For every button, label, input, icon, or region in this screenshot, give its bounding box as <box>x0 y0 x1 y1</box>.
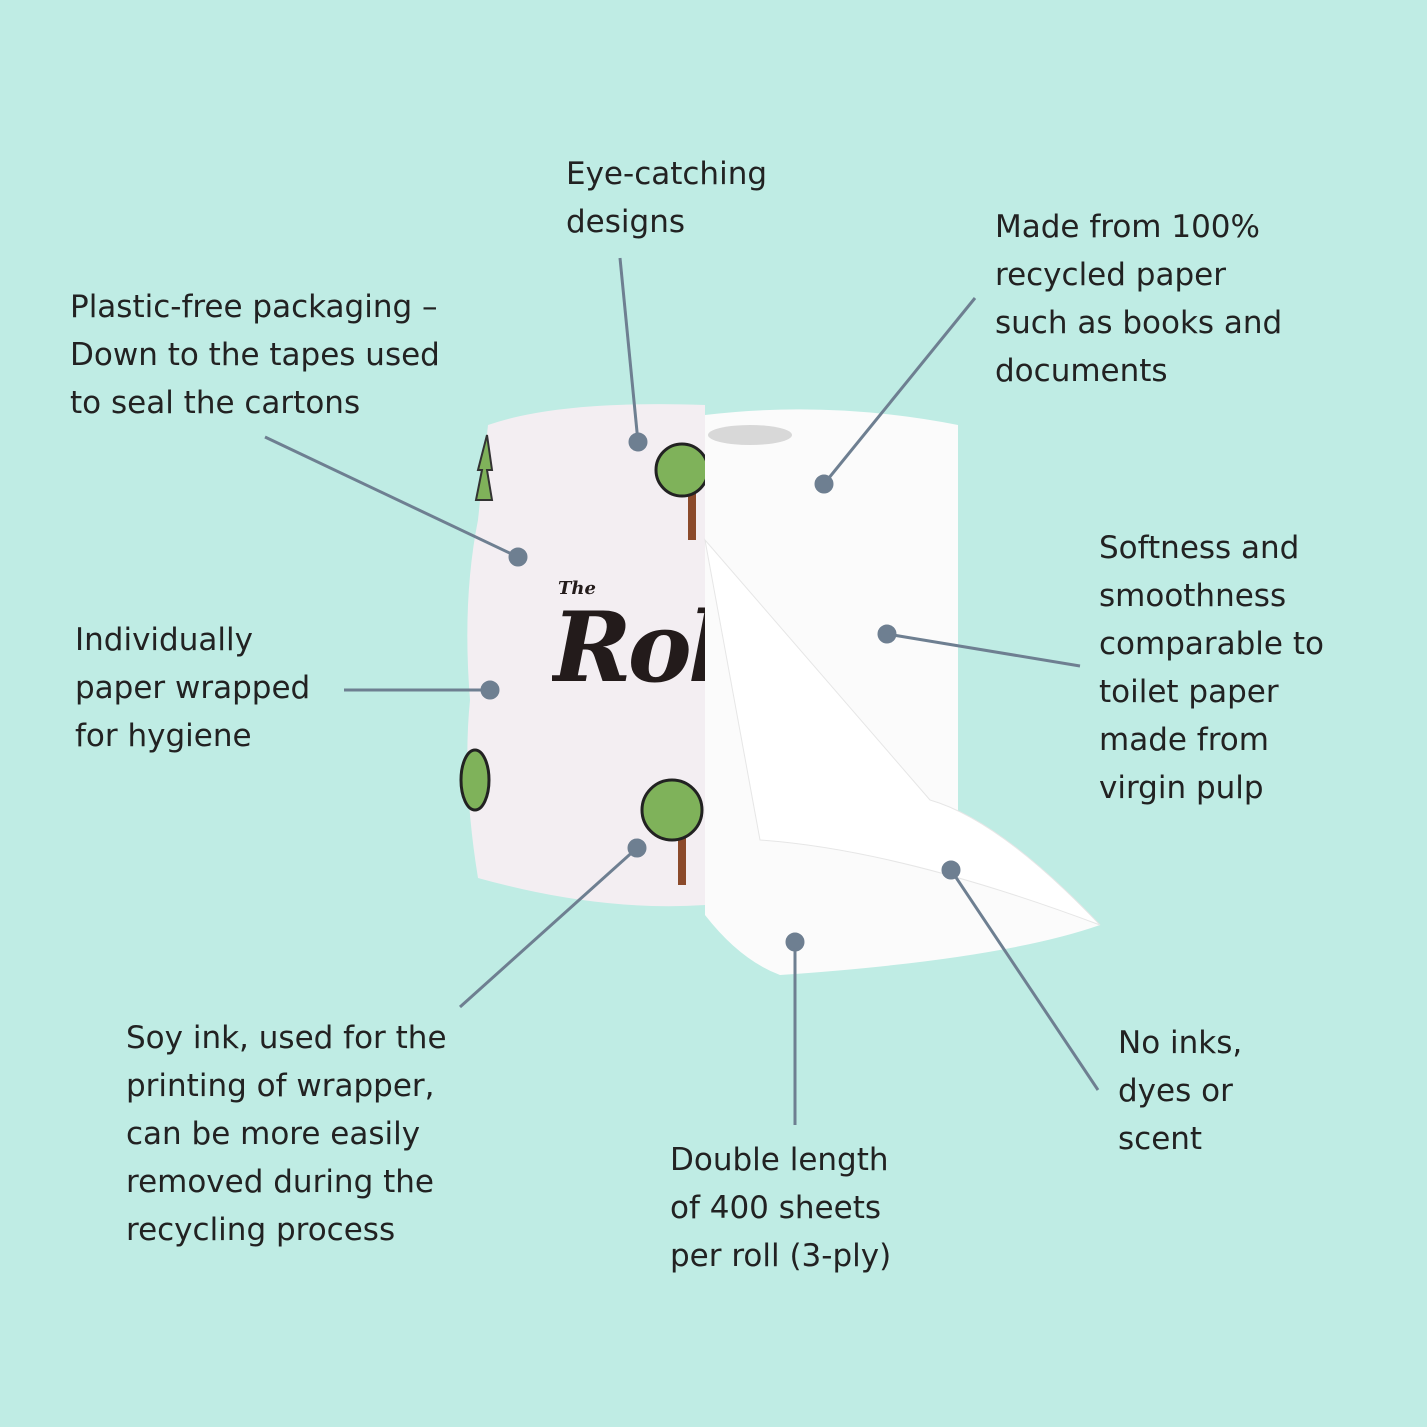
leader-dot <box>508 547 528 567</box>
leader-dot <box>627 838 647 858</box>
pine-tree-icon <box>474 434 494 501</box>
leader-line <box>458 846 639 1009</box>
brand-logo-prefix: The <box>558 578 596 599</box>
callout-plastic-free: Plastic-free packaging –Down to the tape… <box>70 289 440 421</box>
roll-core <box>708 425 792 445</box>
brand-logo-name: Roll <box>552 591 705 696</box>
paper-sheet <box>704 538 1101 926</box>
leader-line <box>618 257 640 443</box>
leader-dot <box>628 432 648 452</box>
brand-logo: The Roll <box>552 578 705 696</box>
leader-dot <box>877 624 897 644</box>
tree-icon <box>640 778 704 885</box>
leader-dot <box>480 680 500 700</box>
leader-line <box>886 632 1081 668</box>
tree-icon <box>459 748 491 812</box>
leader-dot <box>941 860 961 880</box>
leader-dot <box>814 474 834 494</box>
leader-dot <box>785 932 805 952</box>
wrapped-roll <box>467 404 705 907</box>
leader-line <box>264 435 519 559</box>
leader-line <box>822 297 977 485</box>
leader-line <box>949 869 1100 1091</box>
